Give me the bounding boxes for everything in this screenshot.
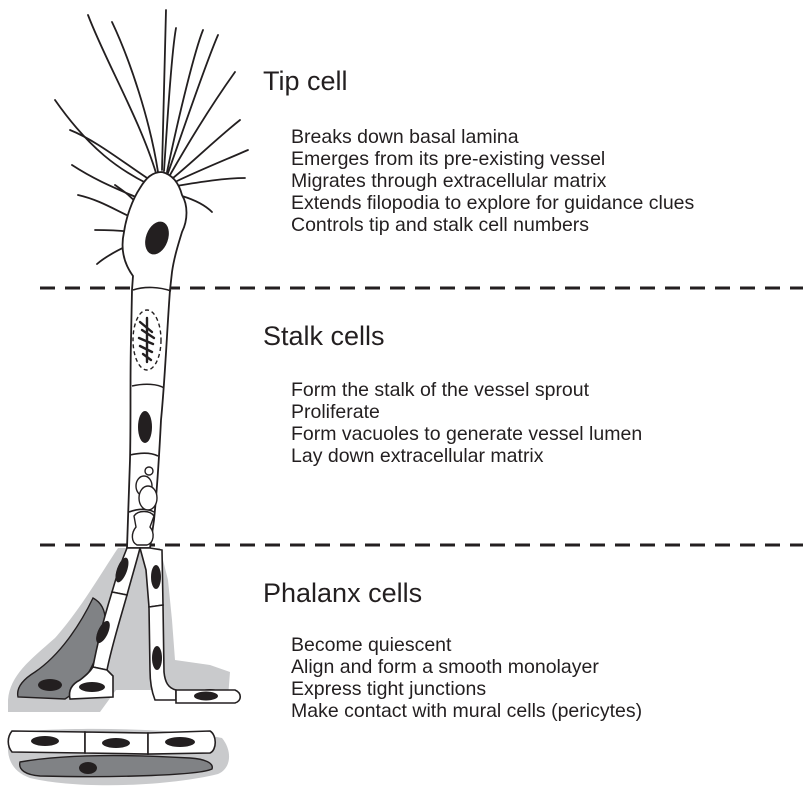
stalk-cell-nucleus bbox=[138, 411, 152, 443]
stalk-cells-feature-list: Form the stalk of the vessel sprout Prol… bbox=[291, 379, 642, 467]
list-item: Become quiescent bbox=[291, 634, 642, 656]
list-item: Lay down extracellular matrix bbox=[291, 445, 642, 467]
tip-cell-feature-list: Breaks down basal lamina Emerges from it… bbox=[291, 126, 694, 236]
section-heading-stalk-cells: Stalk cells bbox=[263, 321, 385, 351]
list-item: Express tight junctions bbox=[291, 678, 642, 700]
list-item: Breaks down basal lamina bbox=[291, 126, 694, 148]
list-item: Align and form a smooth monolayer bbox=[291, 656, 642, 678]
pericyte-lower bbox=[20, 756, 213, 777]
list-item: Migrates through extracellular matrix bbox=[291, 170, 694, 192]
list-item: Emerges from its pre-existing vessel bbox=[291, 148, 694, 170]
lumen-forming bbox=[132, 512, 154, 546]
list-item: Proliferate bbox=[291, 401, 642, 423]
section-heading-phalanx-cells: Phalanx cells bbox=[263, 578, 422, 608]
list-item: Make contact with mural cells (pericytes… bbox=[291, 700, 642, 722]
pericyte-nucleus-lower bbox=[79, 762, 97, 774]
vacuole-large bbox=[139, 486, 157, 510]
list-item: Form the stalk of the vessel sprout bbox=[291, 379, 642, 401]
section-heading-tip-cell: Tip cell bbox=[263, 66, 348, 96]
pericyte-nucleus-upper bbox=[38, 679, 62, 691]
phalanx-cells-feature-list: Become quiescent Align and form a smooth… bbox=[291, 634, 642, 722]
list-item: Form vacuoles to generate vessel lumen bbox=[291, 423, 642, 445]
list-item: Extends filopodia to explore for guidanc… bbox=[291, 192, 694, 214]
list-item: Controls tip and stalk cell numbers bbox=[291, 214, 694, 236]
vacuole-small bbox=[145, 467, 153, 475]
